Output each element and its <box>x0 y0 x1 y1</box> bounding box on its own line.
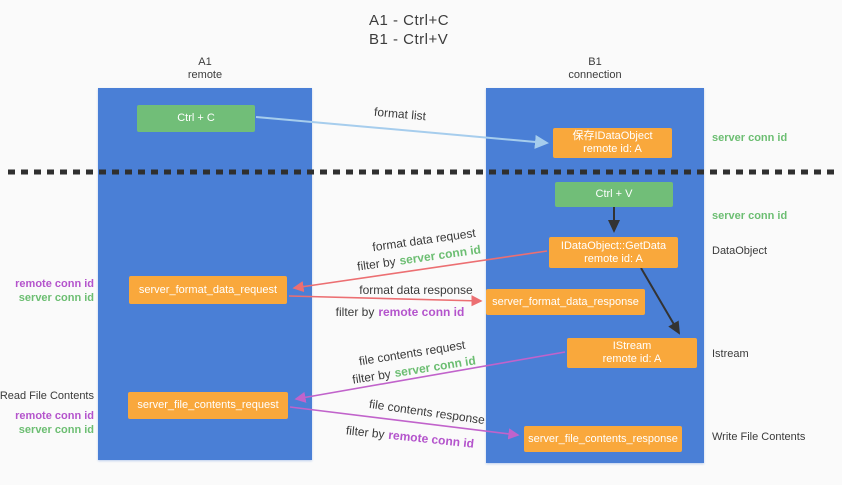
server-conn-id-annotation-top: server conn id <box>712 132 788 144</box>
istream-line1: IStream <box>612 340 652 352</box>
diagram-title: A1 - Ctrl+C B1 - Ctrl+V <box>369 11 449 49</box>
node-server-format-data-response: server_format_data_response <box>486 289 645 315</box>
lane-b1-name: B1 <box>588 56 602 68</box>
node-ctrl-c: Ctrl + C <box>137 105 255 132</box>
format-data-response-text: format data response <box>359 283 473 297</box>
remote-conn-id-text: remote conn id <box>378 305 465 319</box>
remote-conn-id-annotation-left2: remote conn id <box>15 410 94 422</box>
getdata-line2: remote id: A <box>584 252 643 265</box>
save-dataobject-line2: remote id: A <box>583 143 642 155</box>
lane-header-b1: B1 connection <box>486 56 704 82</box>
file-request-label: server_file_contents_request <box>137 399 279 411</box>
title-line-1: A1 - Ctrl+C <box>369 12 450 29</box>
node-server-file-contents-request: server_file_contents_request <box>128 392 288 419</box>
save-dataobject-line1: 保存IDataObject <box>572 130 653 142</box>
title-line-2: B1 - Ctrl+V <box>369 31 449 48</box>
remote-conn-id-annotation-left1: remote conn id <box>15 278 94 290</box>
server-conn-id-annotation-mid: server conn id <box>712 210 788 222</box>
format-list-text: format list <box>373 104 427 124</box>
file-contents-response-text: file contents response <box>368 396 486 428</box>
filter-by-text: filter by <box>345 423 386 442</box>
format-data-response-label: format data response <box>359 283 472 297</box>
server-conn-id-annotation-left1: server conn id <box>18 292 94 304</box>
read-file-contents-annotation: Read File Contents <box>0 390 94 402</box>
istream-line2: remote id: A <box>602 353 662 365</box>
filter-by-text: filter by <box>335 305 375 319</box>
node-server-format-data-request: server_format_data_request <box>129 276 287 304</box>
lane-a1-name: A1 <box>198 56 212 68</box>
format-list-label: format list <box>373 105 426 123</box>
getdata-line1: IDataObject::GetData <box>560 239 667 252</box>
filter-by-text: filter by <box>356 254 397 274</box>
format-response-label: server_format_data_response <box>492 295 639 308</box>
write-file-contents-annotation: Write File Contents <box>712 431 806 443</box>
node-idataobject-getdata: IDataObject::GetData remote id: A <box>549 237 678 268</box>
filter-by-text: filter by <box>351 366 392 387</box>
remote-conn-id-text: remote conn id <box>387 427 475 451</box>
ctrl-v-label: Ctrl + V <box>595 188 633 200</box>
lane-a1-role: remote <box>187 69 223 81</box>
lane-header-a1: A1 remote <box>98 56 312 82</box>
ctrl-c-label: Ctrl + C <box>177 112 215 124</box>
lane-b1-role: connection <box>568 69 622 81</box>
file-response-label: server_file_contents_response <box>528 432 678 445</box>
node-ctrl-v: Ctrl + V <box>555 182 673 207</box>
istream-annotation: Istream <box>712 348 749 360</box>
file-contents-response-label: file contents response <box>368 397 486 427</box>
node-save-dataobject: 保存IDataObject remote id: A <box>553 128 672 158</box>
dataobject-annotation: DataObject <box>712 245 768 257</box>
format-request-label: server_format_data_request <box>138 283 278 296</box>
node-server-file-contents-response: server_file_contents_response <box>524 426 682 452</box>
node-istream: IStream remote id: A <box>567 338 697 368</box>
server-conn-id-annotation-left2: server conn id <box>18 424 94 436</box>
